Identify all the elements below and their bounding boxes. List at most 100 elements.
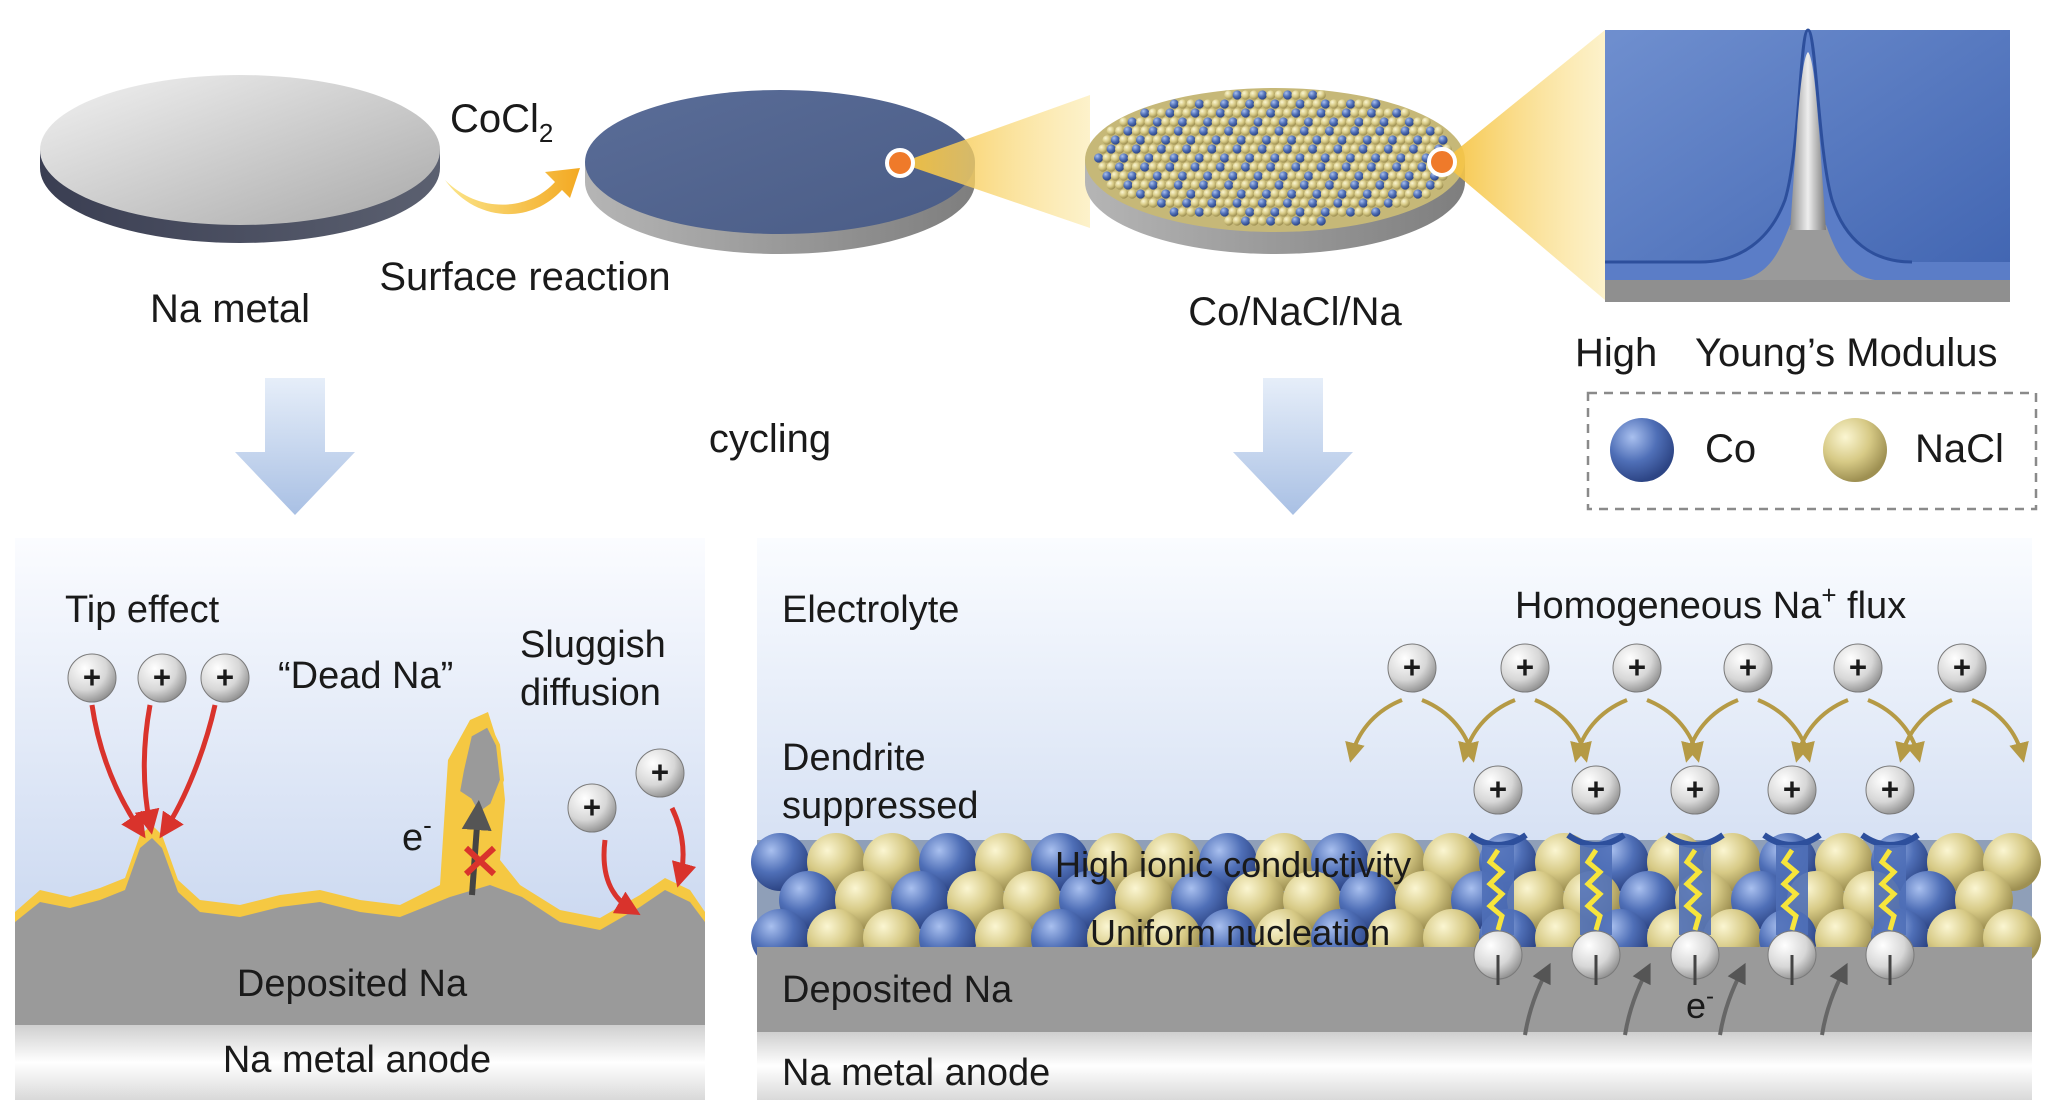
- nacl-atom: [1375, 162, 1385, 172]
- co-atom: [1400, 180, 1410, 190]
- nacl-atom: [1329, 153, 1339, 163]
- nacl-atom: [1257, 126, 1267, 136]
- co-atom: [1337, 135, 1347, 145]
- nacl-atom: [1354, 153, 1364, 163]
- modulus-inset: [1605, 28, 2010, 302]
- na-metal-label: Na metal: [150, 287, 310, 331]
- nacl-atom: [1131, 126, 1141, 136]
- nacl-atom: [1287, 171, 1297, 181]
- co-atom: [1283, 198, 1293, 208]
- flux-arrow: [1570, 698, 1628, 763]
- nacl-atom: [1207, 162, 1217, 172]
- nacl-atom: [1228, 189, 1238, 199]
- nacl-atom: [1152, 153, 1162, 163]
- co-atom: [1199, 180, 1209, 190]
- dendrite-label-2: suppressed: [782, 785, 978, 827]
- cocl2-label: CoCl2: [450, 97, 553, 148]
- nacl-atom: [1371, 117, 1381, 127]
- co-atom: [1152, 117, 1162, 127]
- nacl-atom: [1383, 180, 1393, 190]
- co-atom: [1346, 153, 1356, 163]
- nacl-atom: [1224, 162, 1234, 172]
- co-atom: [1392, 162, 1402, 172]
- nacl-atom: [1232, 180, 1242, 190]
- nacl-atom: [1396, 171, 1406, 181]
- nacl-atom: [1270, 117, 1280, 127]
- co-atom: [1169, 207, 1179, 217]
- nacl-atom: [1362, 207, 1372, 217]
- nacl-atom: [1186, 207, 1196, 217]
- plus-sign: +: [1881, 772, 1899, 807]
- nacl-atom: [1341, 144, 1351, 154]
- co-atom: [1316, 162, 1326, 172]
- nacl-atom: [1186, 153, 1196, 163]
- nacl-atom: [1325, 198, 1335, 208]
- electrolyte-label: Electrolyte: [782, 589, 959, 631]
- plus-sign: +: [1849, 650, 1867, 685]
- nacl-atom: [1283, 180, 1293, 190]
- nacl-atom: [1270, 189, 1280, 199]
- nacl-atom: [1173, 198, 1183, 208]
- nacl-atom: [1266, 90, 1276, 100]
- co-atom: [1228, 171, 1238, 181]
- nacl-atom: [1220, 117, 1230, 127]
- nacl-atom: [1148, 108, 1158, 118]
- co-atom: [1392, 108, 1402, 118]
- co-atom: [1325, 126, 1335, 136]
- nacl-atom: [1291, 126, 1301, 136]
- nacl-atom: [1362, 99, 1372, 109]
- nacl-atom: [1152, 189, 1162, 199]
- co-atom: [1203, 117, 1213, 127]
- co-atom: [1358, 198, 1368, 208]
- co-atom: [1409, 144, 1419, 154]
- co-atom: [1136, 189, 1146, 199]
- nacl-atom: [1371, 189, 1381, 199]
- nacl-atom: [1186, 117, 1196, 127]
- left-deposited-label: Deposited Na: [237, 963, 468, 1005]
- co-atom: [1245, 99, 1255, 109]
- nacl-atom: [1367, 126, 1377, 136]
- nacl-atom: [1211, 99, 1221, 109]
- nacl-atom: [1194, 117, 1204, 127]
- nacl-atom: [1228, 99, 1238, 109]
- nacl-atom: [1262, 117, 1272, 127]
- nacl-atom: [1299, 198, 1309, 208]
- nacl-atom: [1371, 135, 1381, 145]
- nacl-atom: [1316, 90, 1326, 100]
- nacl-atom: [1329, 135, 1339, 145]
- co-atom: [1157, 144, 1167, 154]
- nacl-atom: [1337, 207, 1347, 217]
- co-atom: [1291, 162, 1301, 172]
- flux-arrow: [1791, 698, 1849, 763]
- nacl-atom: [1274, 108, 1284, 118]
- nacl-atom: [1224, 198, 1234, 208]
- nacl-atom: [1346, 189, 1356, 199]
- nacl-atom: [1341, 126, 1351, 136]
- na-metal-disk: [40, 75, 440, 243]
- nacl-atom: [1257, 216, 1267, 226]
- nacl-atom: [1409, 126, 1419, 136]
- nacl-atom: [1178, 135, 1188, 145]
- co-atom: [1136, 135, 1146, 145]
- nacl-atom: [1224, 144, 1234, 154]
- nacl-atom: [1278, 207, 1288, 217]
- nacl-atom: [1178, 207, 1188, 217]
- flux-arrow: [1867, 698, 1925, 763]
- co-atom: [1194, 99, 1204, 109]
- nacl-atom: [1341, 180, 1351, 190]
- nacl-atom: [1110, 153, 1120, 163]
- nacl-atom: [1421, 117, 1431, 127]
- nacl-atom: [1421, 171, 1431, 181]
- legend-co-swatch: [1610, 418, 1674, 482]
- co-atom: [1266, 108, 1276, 118]
- na-ion: +: [567, 783, 617, 833]
- nacl-atom: [1354, 189, 1364, 199]
- nacl-atom: [1161, 171, 1171, 181]
- nacl-atom: [1295, 135, 1305, 145]
- electron-flow-arrow: [1523, 962, 1551, 1036]
- co-atom: [1232, 90, 1242, 100]
- conduction-path: [1878, 848, 1898, 931]
- co-atom: [1249, 180, 1259, 190]
- nacl-atom: [1329, 189, 1339, 199]
- nacl-atom: [1392, 144, 1402, 154]
